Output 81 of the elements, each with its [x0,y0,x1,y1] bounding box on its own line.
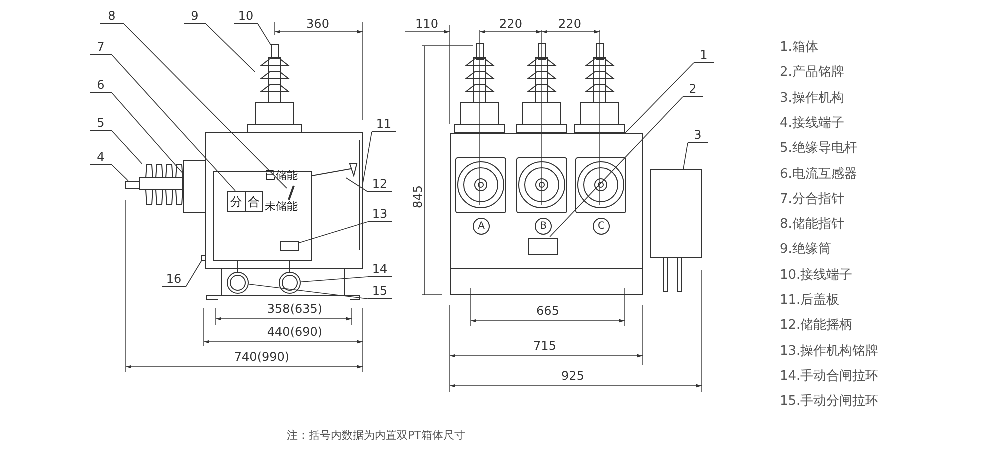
status-text: 未储能 [265,200,298,213]
leader-line [206,24,256,72]
part-list-item: 6.电流互感器 [780,166,858,182]
leader-line [248,284,368,300]
indicator-text: 合 [244,192,262,211]
indicator-text: 分 [229,194,244,210]
leader-line [346,178,368,192]
insulator-drawing [255,58,295,125]
nameplate [280,241,299,251]
enclosure-box [450,133,643,295]
callout-number: 15 [368,284,392,299]
callout-number: 14 [368,262,392,277]
dimension-value: 665 [536,304,560,318]
part-list-item: 7.分合指针 [780,192,844,208]
leader-line [112,164,129,182]
nameplate [528,238,558,255]
leader-line [362,132,372,184]
callout-number: 9 [184,9,206,24]
crank-handle-drawing [311,163,358,178]
status-text: 已储能 [265,169,298,182]
callout-number: 16 [162,272,186,287]
callout-number: 11 [372,117,396,132]
part-list-item: 1.箱体 [780,40,818,56]
dimension-value: 110 [416,17,438,31]
callout-number: 1 [694,48,714,63]
indicator-window [227,191,263,212]
dimension-value: 715 [534,339,556,353]
leader-line [625,62,694,134]
rear-cover [359,140,363,250]
dimension-value: 358(635) [267,302,323,316]
phase-marker: A [473,218,490,235]
pull-ring [227,272,249,294]
leader-line [258,24,272,46]
dimension-value: 220 [500,17,522,31]
pull-ring [279,272,301,294]
part-list-item: 10.接线端子 [780,268,853,284]
dimension-value: 925 [562,369,584,383]
leader-line [112,54,236,192]
leader-line [300,276,368,283]
callout-number: 12 [368,177,392,192]
callout-number: 5 [90,116,112,131]
bolt [201,255,206,261]
part-list-item: 3.操作机构 [780,90,844,107]
leader-line [112,92,184,174]
dimension-value: 360 [306,17,330,31]
part-list-item: 14.手动合闸拉环 [780,368,879,385]
part-list-item: 2.产品铭牌 [780,65,844,82]
callout-number: 13 [368,207,392,222]
callout-number: 4 [90,150,112,165]
part-list-item: 8.储能指针 [780,217,844,234]
footnote: 注：括号内数据为内置双PT箱体尺寸 [287,429,466,442]
callout-number: 7 [90,40,112,55]
part-list-item: 15.手动分闸拉环 [780,394,879,410]
dimension-value: 740(990) [234,350,290,364]
leader-line [298,222,368,244]
dimension-value: 220 [558,17,582,31]
part-list-item: 11.后盖板 [780,293,840,309]
phase-marker: C [593,218,610,235]
callout-number: 3 [688,128,708,143]
leader-line [550,96,684,238]
part-list-item: 5.绝缘导电杆 [780,141,858,158]
callout-number: 10 [234,9,258,24]
leader-line [186,260,202,288]
phase-marker: B [535,218,552,235]
leader-line [683,142,688,170]
part-list-item: 4.接线端子 [780,116,844,132]
leader-line [124,24,288,189]
callout-number: 6 [90,78,112,93]
insulator-rod-drawing [140,164,183,206]
leader-line [112,130,143,164]
part-list-item: 9.绝缘筒 [780,242,832,258]
current-transformer-box [183,160,206,213]
dimension-value: 440(690) [267,325,323,339]
terminal-block [125,181,140,189]
terminal-stud [271,44,279,59]
mechanism-box [650,169,702,258]
part-list-item: 12.储能摇柄 [780,318,853,334]
part-list-item: 13.操作机构铭牌 [780,344,879,360]
callout-number: 2 [683,82,703,97]
dimension-value: 845 [411,186,425,208]
callout-number: 8 [100,9,124,24]
